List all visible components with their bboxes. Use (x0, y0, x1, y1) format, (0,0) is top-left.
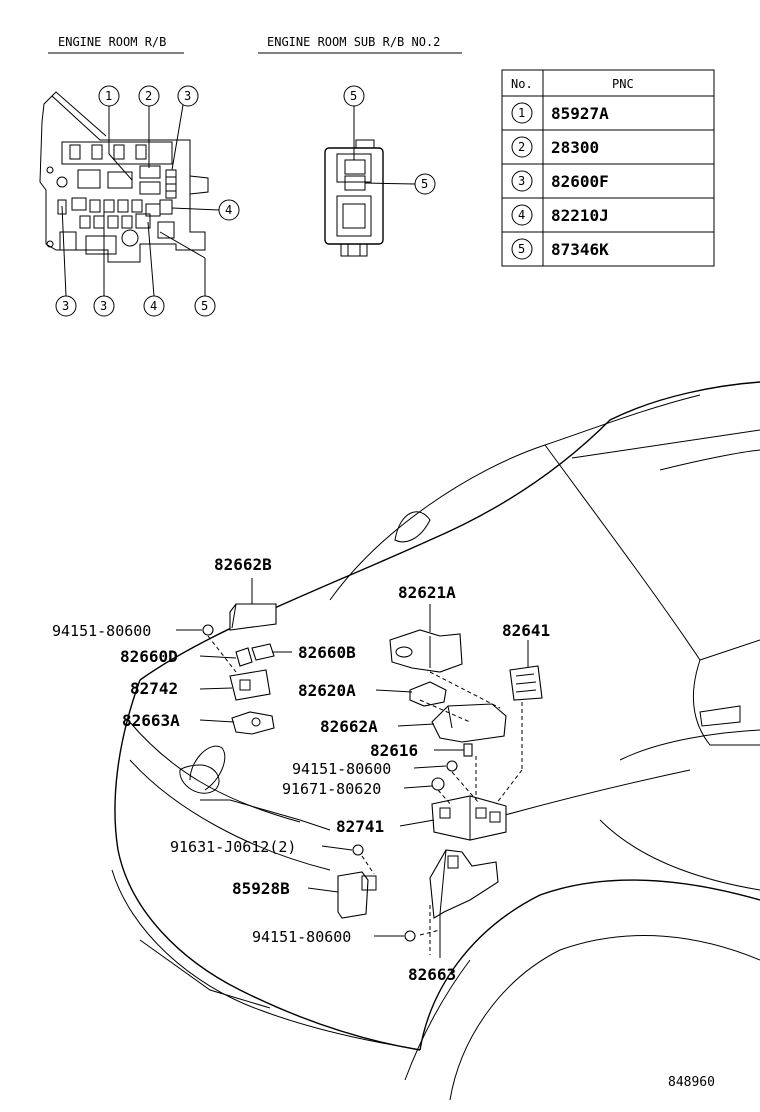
callout-5-sub-top: 5 (343, 85, 365, 160)
svg-text:4: 4 (225, 203, 232, 217)
label-91631-J0612: 91631-J0612(2) (170, 838, 296, 856)
callout-3-bottom-a: 3 (55, 205, 77, 317)
svg-text:5: 5 (201, 299, 208, 313)
label-82662B: 82662B (214, 555, 272, 574)
svg-text:3: 3 (62, 299, 69, 313)
callout-2: 2 (138, 85, 160, 168)
table-header-pnc: PNC (612, 77, 634, 91)
label-82660D: 82660D (120, 647, 178, 666)
callout-3-top: 3 (171, 85, 199, 171)
part-82663 (429, 849, 499, 919)
header-engine-room-sub-rb: ENGINE ROOM SUB R/B NO.2 (267, 35, 440, 49)
label-94151-80600-b: 94151-80600 (292, 760, 391, 778)
label-82621A: 82621A (398, 583, 456, 602)
table-row: 3 82600F (511, 170, 609, 192)
label-82660B: 82660B (298, 643, 356, 662)
table-row: 5 87346K (511, 238, 609, 260)
label-82641: 82641 (502, 621, 550, 640)
label-85928B: 85928B (232, 879, 290, 898)
part-82660D (235, 647, 253, 667)
label-82663: 82663 (408, 965, 456, 984)
label-82741: 82741 (336, 817, 384, 836)
svg-text:85927A: 85927A (551, 104, 609, 123)
illustration-code: 848960 (668, 1075, 715, 1090)
pnc-table: No. PNC 1 85927A 2 28300 3 82600F 4 8221… (501, 69, 715, 267)
label-82663A: 82663A (122, 711, 180, 730)
callout-4-bottom: 4 (143, 221, 165, 317)
car-body-outline (111, 381, 760, 1101)
svg-text:87346K: 87346K (551, 240, 609, 259)
svg-text:5: 5 (518, 242, 525, 256)
callout-4-right: 4 (171, 199, 240, 221)
part-94151-a (202, 624, 214, 636)
part-82663A (231, 711, 275, 735)
part-85928B (337, 871, 377, 919)
svg-text:3: 3 (518, 174, 525, 188)
label-82742: 82742 (130, 679, 178, 698)
part-82616 (463, 743, 473, 757)
label-82662A: 82662A (320, 717, 378, 736)
part-82621A (389, 629, 463, 673)
part-91631 (352, 844, 364, 856)
table-row: 1 85927A (511, 102, 609, 124)
part-82660B (251, 643, 275, 661)
label-82616: 82616 (370, 741, 418, 760)
svg-text:82600F: 82600F (551, 172, 609, 191)
part-82641 (509, 665, 543, 701)
label-94151-80600-a: 94151-80600 (52, 622, 151, 640)
svg-text:82210J: 82210J (551, 206, 609, 225)
svg-text:3: 3 (184, 89, 191, 103)
svg-text:3: 3 (100, 299, 107, 313)
svg-text:5: 5 (350, 89, 357, 103)
svg-text:28300: 28300 (551, 138, 599, 157)
callout-5-bottom: 5 (159, 231, 216, 317)
callout-5-sub-right: 5 (364, 173, 436, 195)
svg-text:1: 1 (105, 89, 112, 103)
part-91671 (431, 777, 445, 791)
part-82742 (229, 669, 271, 701)
part-94151-c (404, 930, 416, 942)
callout-1: 1 (98, 85, 133, 181)
part-82620A (409, 681, 447, 707)
label-82620A: 82620A (298, 681, 356, 700)
label-94151-80600-c: 94151-80600 (252, 928, 351, 946)
engine-room-rb-drawing (39, 91, 209, 263)
svg-text:2: 2 (518, 140, 525, 154)
callout-3-bottom-b: 3 (93, 206, 115, 317)
part-82662A (431, 703, 507, 743)
table-header-no: No. (511, 77, 533, 91)
part-82662B (229, 603, 277, 631)
svg-text:1: 1 (518, 106, 525, 120)
part-82741 (431, 795, 507, 841)
label-91671-80620: 91671-80620 (282, 780, 381, 798)
table-row: 2 28300 (511, 136, 599, 158)
svg-text:5: 5 (421, 177, 428, 191)
svg-text:4: 4 (150, 299, 157, 313)
leader-lines (176, 578, 529, 958)
table-row: 4 82210J (511, 204, 609, 226)
part-94151-b (446, 760, 458, 772)
svg-text:2: 2 (145, 89, 152, 103)
header-engine-room-rb: ENGINE ROOM R/B (58, 35, 166, 49)
svg-text:4: 4 (518, 208, 525, 222)
